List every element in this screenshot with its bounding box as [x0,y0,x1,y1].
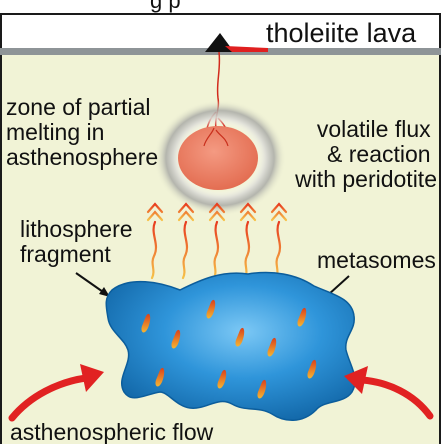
fragment-line-1: lithosphere [20,216,133,242]
volatile-line-3: with peridotite [294,166,437,192]
volatile-line-1: volatile flux [317,116,431,142]
melt-zone [178,126,258,190]
melt-zone-line-3: asthenosphere [6,144,158,170]
fragment-line-2: fragment [20,241,111,267]
melt-zone-line-1: zone of partial [6,94,150,120]
flow-label: asthenospheric flow [10,419,214,444]
melt-zone-line-2: melting in [6,119,104,145]
volatile-line-2: & reaction [327,141,431,167]
metasomes-label: metasomes [317,247,436,273]
cropped-title-text: g p [150,0,181,13]
lava-label: tholeiite lava [266,18,417,48]
top-strip [0,0,441,14]
